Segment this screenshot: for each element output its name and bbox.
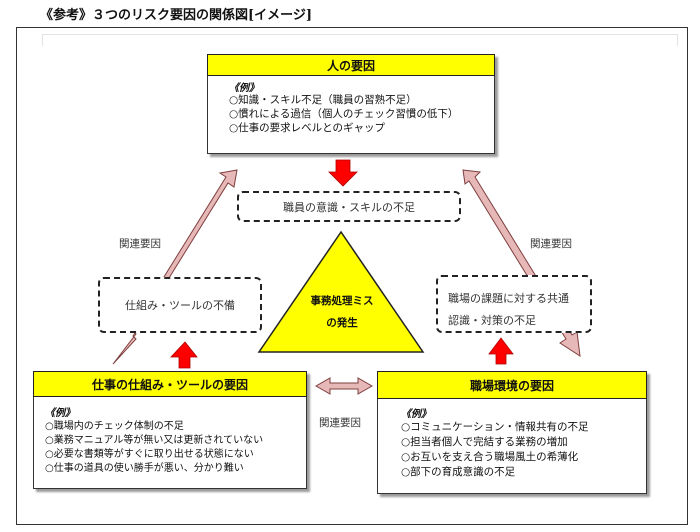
link-arrow-bottom: [314, 377, 374, 395]
system-factor-title: 仕事の仕組み・ツールの要因: [33, 371, 307, 397]
list-item: ○仕事の要求レベルとのギャップ: [229, 122, 386, 134]
center-label-line2: の発生: [326, 317, 358, 329]
list-item: ○仕事の道具の使い勝手が悪い、分かり難い: [45, 463, 244, 474]
link-arrow-left: [112, 169, 238, 365]
list-item: ○職場内のチェック体制の不足: [45, 421, 184, 432]
red-arrow-right: [488, 337, 514, 365]
list-item: ○慣れによる過信（個人のチェック習慣の低下）: [229, 108, 459, 120]
red-arrow-top: [328, 159, 358, 187]
people-factor-title: 人の要因: [207, 54, 495, 76]
related-label-left: 関連要因: [119, 238, 161, 250]
center-label-line1: 事務処理ミス: [310, 295, 374, 307]
list-item: ○コミュニケーション・情報共有の不足: [401, 421, 589, 433]
related-label-bottom: 関連要因: [319, 417, 361, 429]
people-factor-example-label: 《例》: [229, 83, 259, 94]
related-label-right: 関連要因: [530, 238, 572, 250]
faint-divider: [42, 34, 678, 46]
list-item: ○業務マニュアル等が無い又は更新されていない: [45, 435, 264, 446]
system-factor-example-label: 《例》: [45, 408, 75, 419]
list-item: ○部下の育成意識の不足: [401, 466, 516, 478]
list-item: ○担当者個人で完結する業務の増加: [401, 436, 568, 448]
list-item: ○知識・スキル不足（職員の習熟不足）: [229, 94, 417, 106]
workplace-factor-example-label: 《例》: [401, 409, 431, 420]
center-triangle: [257, 230, 425, 353]
workplace-factor-title: 職場環境の要因: [377, 371, 647, 399]
list-item: ○必要な書類等がすぐに取り出せる状態にない: [45, 449, 254, 460]
system-factor-list: ○職場内のチェック体制の不足 ○業務マニュアル等が無い又は更新されていない ○必…: [45, 420, 263, 476]
diagram-frame: [16, 27, 688, 525]
cause-box-right: 職場の課題に対する共通 認識・対策の不足: [436, 275, 592, 333]
red-arrow-left: [170, 341, 198, 369]
people-factor-list: ○知識・スキル不足（職員の習熟不足） ○慣れによる過信（個人のチェック習慣の低下…: [229, 93, 458, 135]
page-title: 《参考》３つのリスク要因の関係図[イメージ]: [40, 8, 313, 23]
center-label: 事務処理ミス の発生: [296, 293, 388, 331]
list-item: ○お互いを支え合う職場風土の希薄化: [401, 451, 579, 463]
cause-top-text: 職員の意識・スキルの不足: [283, 200, 415, 214]
cause-right-text-line1: 職場の課題に対する共通: [448, 292, 569, 305]
cause-right-text-line2: 認識・対策の不足: [448, 314, 536, 327]
workplace-factor-list: ○コミュニケーション・情報共有の不足 ○担当者個人で完結する業務の増加 ○お互い…: [401, 420, 588, 480]
cause-box-top: 職員の意識・スキルの不足: [237, 191, 461, 222]
cause-box-left: 仕組み・ツールの不備: [98, 277, 262, 333]
cause-left-text: 仕組み・ツールの不備: [125, 299, 235, 312]
